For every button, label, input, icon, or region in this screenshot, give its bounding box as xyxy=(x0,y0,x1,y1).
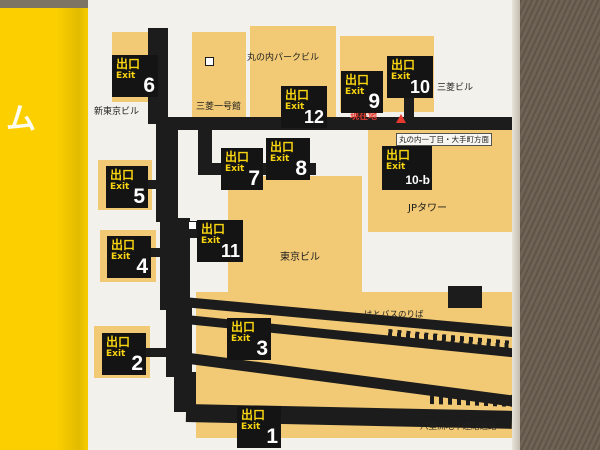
sign-side-text: ム xyxy=(6,102,36,137)
building-block xyxy=(192,32,246,120)
road xyxy=(146,180,164,189)
exit-jp-label: 出口 xyxy=(270,140,295,154)
exit-en-label: Exit xyxy=(285,102,305,112)
exit-en-label: Exit xyxy=(225,164,245,174)
sign-right-edge xyxy=(512,0,520,450)
exit-number: 10-b xyxy=(405,173,430,187)
facility-square-icon xyxy=(205,57,214,66)
exit-en-label: Exit xyxy=(231,334,251,344)
building-label: 丸の内パークビル xyxy=(247,53,320,63)
exit-en-label: Exit xyxy=(106,349,126,359)
exit-number: 2 xyxy=(131,352,143,375)
road xyxy=(160,218,190,310)
building-label: 三菱一号館 xyxy=(196,102,242,112)
road xyxy=(150,248,170,257)
exit-sign-10b: 出口 Exit 10-b xyxy=(382,146,432,190)
sign-fold-shadow xyxy=(56,6,88,450)
exit-sign-2: 出口 Exit 2 xyxy=(102,333,146,375)
exit-en-label: Exit xyxy=(111,252,131,262)
wall-top-edge xyxy=(0,0,92,8)
exit-number: 1 xyxy=(266,425,278,448)
road xyxy=(156,118,178,222)
exit-number: 9 xyxy=(368,90,380,113)
building-block xyxy=(228,176,362,292)
exit-jp-label: 出口 xyxy=(386,148,411,162)
exit-jp-label: 出口 xyxy=(106,335,131,349)
road xyxy=(156,117,512,130)
exit-en-label: Exit xyxy=(201,236,221,246)
bus-terminal-building xyxy=(448,286,482,308)
current-location-label: 現在地 xyxy=(350,112,378,122)
road xyxy=(174,372,196,412)
exit-sign-12: 出口 Exit 12 xyxy=(281,86,327,128)
exit-jp-label: 出口 xyxy=(225,150,250,164)
wall-background xyxy=(520,0,600,450)
exit-sign-4: 出口 Exit 4 xyxy=(107,236,151,278)
exit-sign-11: 出口 Exit 11 xyxy=(197,220,243,262)
direction-label: 丸の内一丁目・大手町方面 xyxy=(396,133,492,146)
building-label: 八重洲地下連絡通路 xyxy=(420,422,497,432)
exit-number: 5 xyxy=(133,185,145,208)
exit-number: 12 xyxy=(303,107,324,127)
exit-jp-label: 出口 xyxy=(231,320,256,334)
exit-number: 8 xyxy=(295,157,307,180)
exit-jp-label: 出口 xyxy=(285,88,310,102)
building-label: 三菱ビル xyxy=(437,83,474,93)
road xyxy=(404,94,414,120)
exit-number: 4 xyxy=(136,255,148,278)
exit-sign-7: 出口 Exit 7 xyxy=(221,148,263,190)
exit-jp-label: 出口 xyxy=(116,57,141,71)
exit-jp-label: 出口 xyxy=(345,73,370,87)
exit-sign-6: 出口 Exit 6 xyxy=(112,55,158,97)
exit-number: 11 xyxy=(220,241,240,261)
exit-number: 3 xyxy=(256,337,268,360)
exit-en-label: Exit xyxy=(241,422,261,432)
exit-number: 6 xyxy=(143,74,155,97)
exit-sign-10: 出口 Exit 10 xyxy=(387,56,433,98)
exit-sign-5: 出口 Exit 5 xyxy=(106,166,148,208)
exit-jp-label: 出口 xyxy=(201,222,226,236)
exit-sign-8: 出口 Exit 8 xyxy=(266,138,310,180)
building-label: JPタワー xyxy=(408,203,447,214)
exit-jp-label: 出口 xyxy=(391,58,416,72)
road xyxy=(144,348,170,357)
exit-sign-1: 出口 Exit 1 xyxy=(237,406,281,448)
exit-sign-3: 出口 Exit 3 xyxy=(227,318,271,360)
exit-en-label: Exit xyxy=(386,162,406,172)
exit-number: 10 xyxy=(409,77,430,97)
building-label: 新東京ビル xyxy=(94,107,140,117)
current-location-marker-icon xyxy=(396,114,406,123)
exit-en-label: Exit xyxy=(345,87,365,97)
exit-en-label: Exit xyxy=(270,154,290,164)
exit-jp-label: 出口 xyxy=(111,238,136,252)
road xyxy=(148,28,168,124)
building-label: はとバスのりば xyxy=(364,310,424,320)
exit-en-label: Exit xyxy=(116,71,136,81)
facility-square-icon xyxy=(188,221,197,230)
road xyxy=(198,128,212,168)
exit-jp-label: 出口 xyxy=(241,408,266,422)
building-label: 東京ビル xyxy=(280,252,320,263)
exit-en-label: Exit xyxy=(110,182,130,192)
exit-sign-9: 出口 Exit 9 xyxy=(341,71,383,113)
exit-number: 7 xyxy=(248,167,260,190)
exit-jp-label: 出口 xyxy=(110,168,135,182)
exit-en-label: Exit xyxy=(391,72,411,82)
